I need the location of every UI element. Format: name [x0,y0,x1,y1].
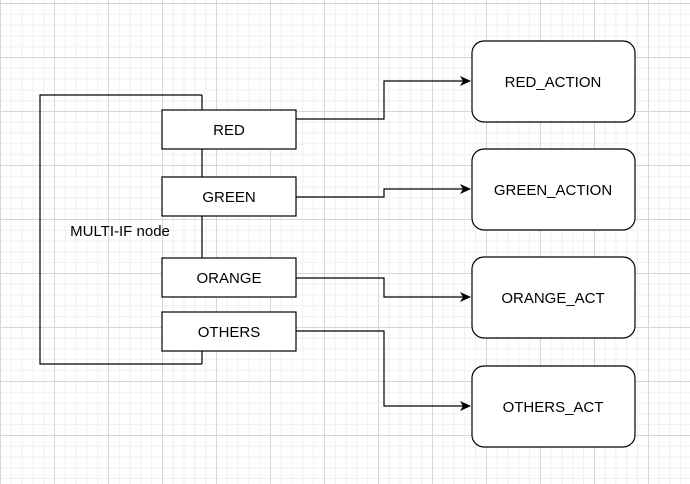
case-red-label: RED [213,122,245,139]
connector-others-to-action [296,330,471,411]
case-orange-box[interactable] [161,257,297,298]
action-green-label: GREEN_ACTION [494,182,612,199]
action-red-label: RED_ACTION [505,74,602,91]
action-red-box[interactable] [471,40,636,123]
connector-orange-to-action [296,277,471,302]
action-others-label: OTHERS_ACT [503,399,604,416]
action-orange-label: ORANGE_ACT [501,290,604,307]
case-others-label: OTHERS [198,324,261,341]
multi-if-node-label: MULTI-IF node [70,223,170,240]
action-orange-box[interactable] [471,256,636,339]
case-green-box[interactable] [161,176,297,217]
case-green-label: GREEN [202,189,255,206]
multi-if-node-shape[interactable] [39,94,202,365]
case-red-box[interactable] [161,109,297,150]
action-green-box[interactable] [471,148,636,231]
action-others-box[interactable] [471,365,636,448]
case-orange-label: ORANGE [196,270,261,287]
connector-green-to-action [296,184,471,198]
connector-red-to-action [296,76,471,120]
